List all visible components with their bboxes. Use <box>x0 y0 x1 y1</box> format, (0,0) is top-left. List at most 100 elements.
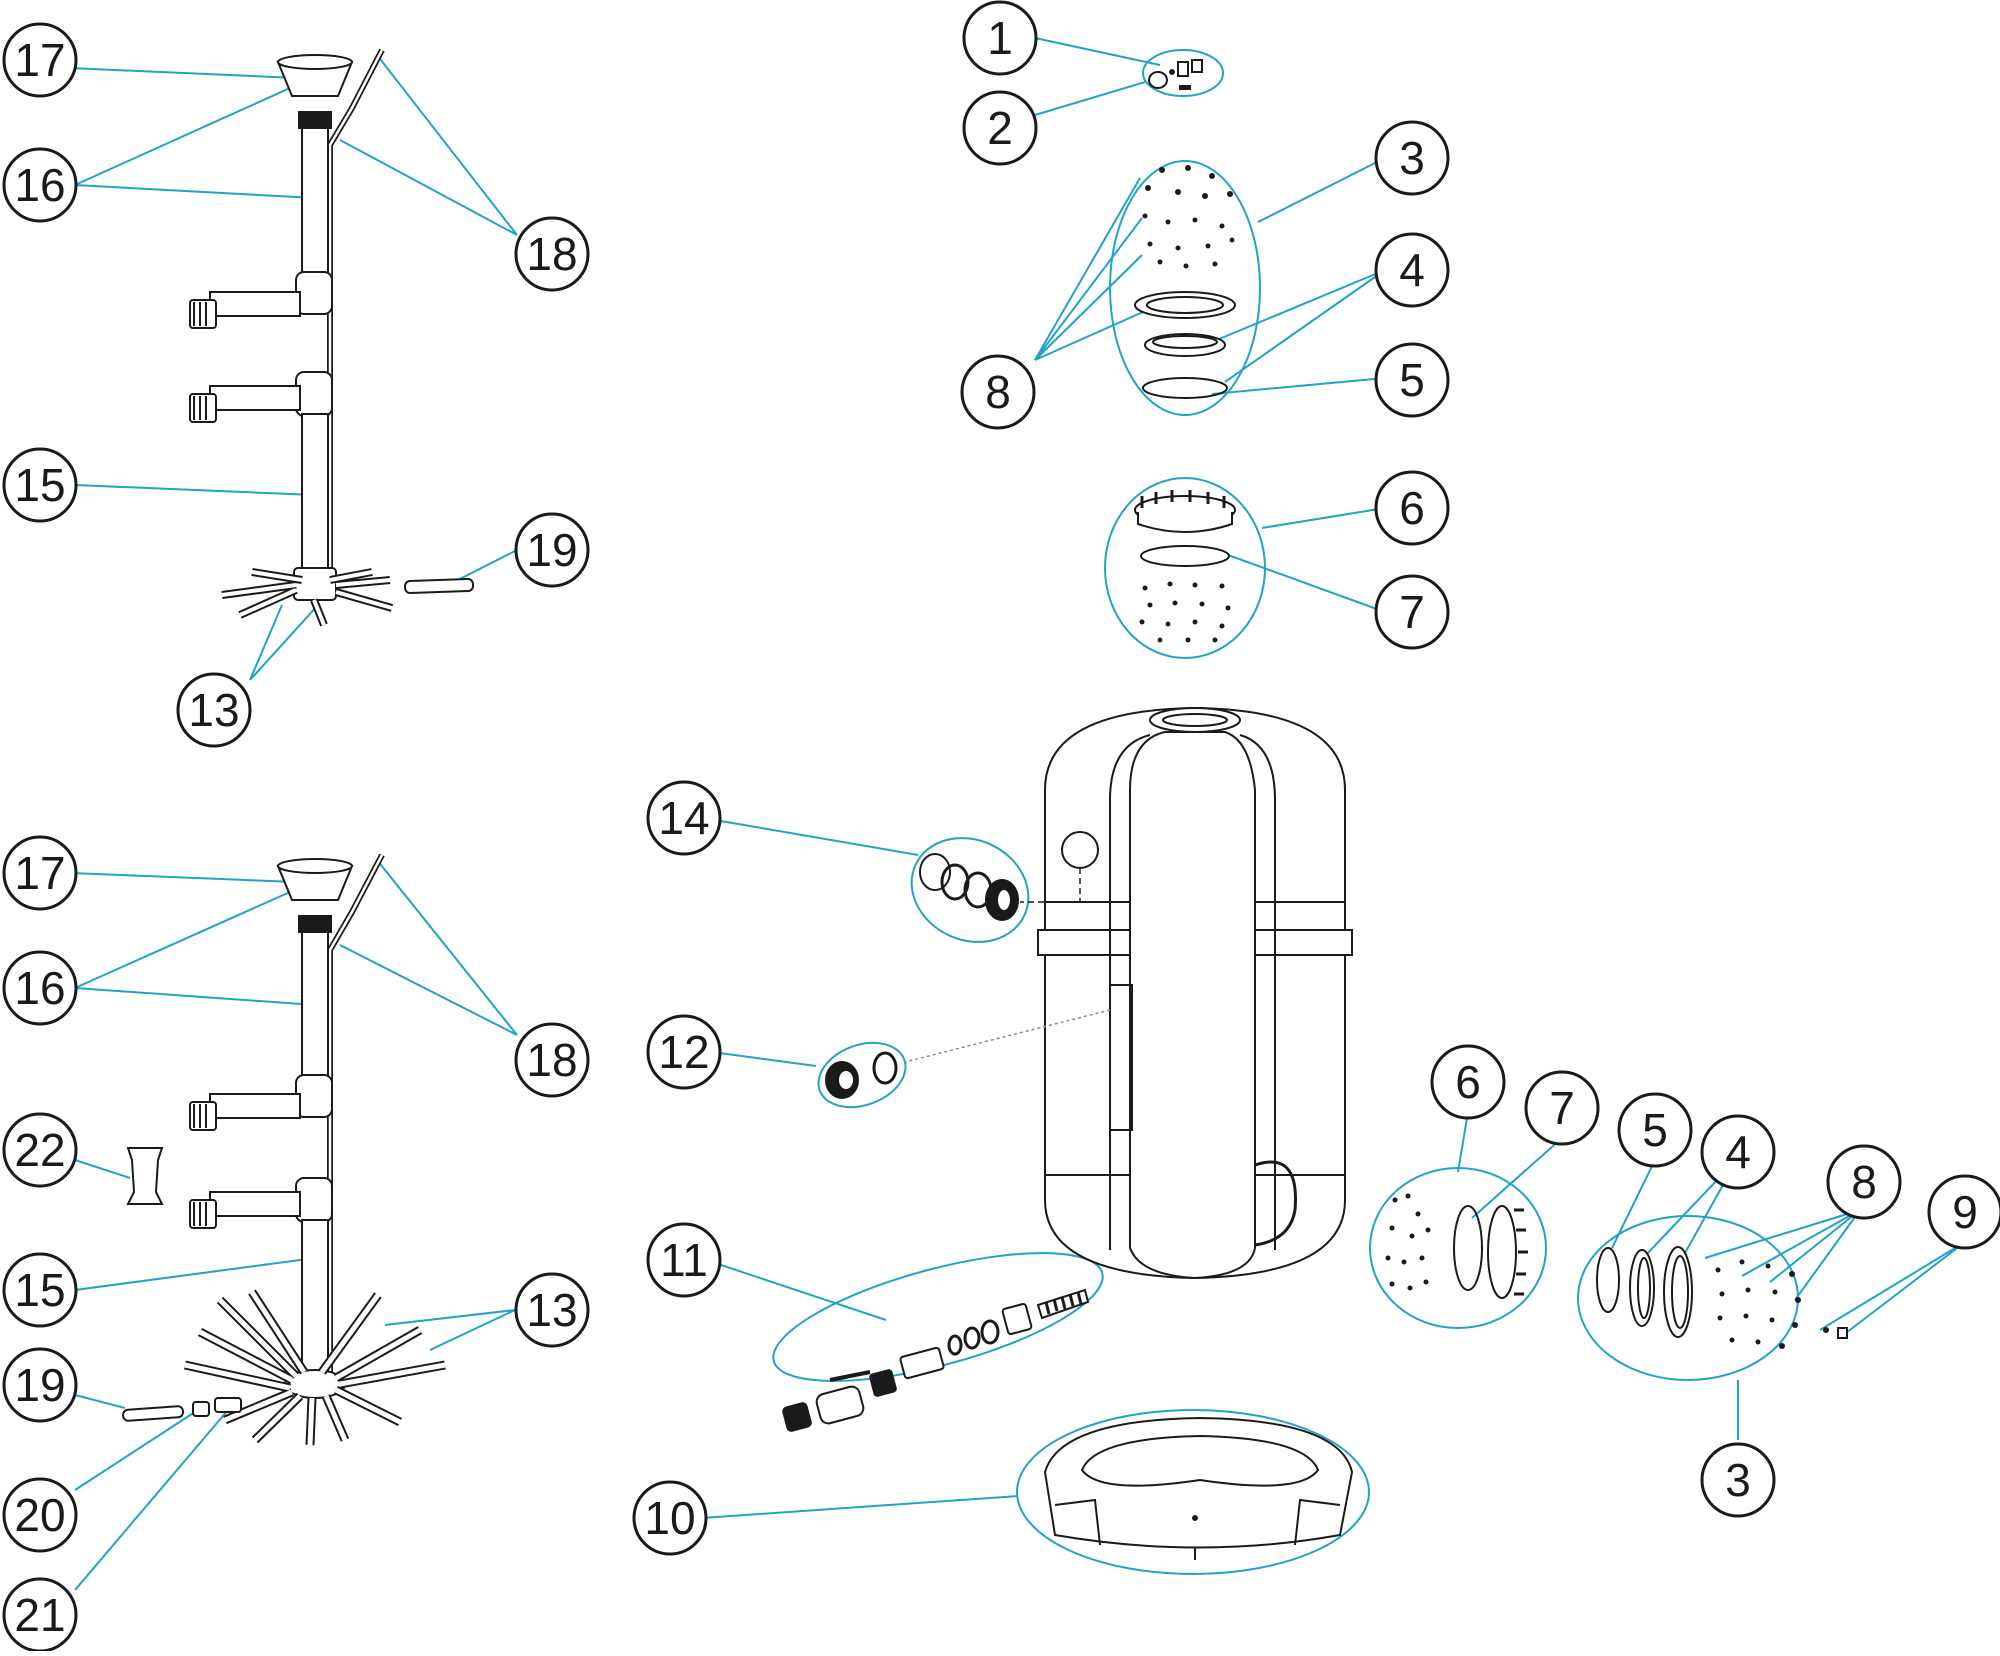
callout-circle <box>2 835 78 911</box>
group-outline-side-6-7 <box>1369 1167 1547 1329</box>
group-outline-14 <box>910 837 1030 943</box>
tank-side-port-dash <box>1020 868 1081 903</box>
callout-circle <box>1374 342 1450 418</box>
tank-cutaway-edge-right <box>1239 734 1276 1250</box>
callout-15: 15 <box>2 447 78 523</box>
side-arm-upper-1-thread <box>189 299 217 329</box>
callout-number: 22 <box>14 1124 65 1176</box>
drain-fitting-12 <box>825 1051 898 1099</box>
callout-14: 14 <box>646 780 722 856</box>
leader-8-top2 <box>1034 217 1143 361</box>
callout-circle <box>1430 1044 1506 1120</box>
lid-group-top <box>1134 59 1236 399</box>
valve-11-oring-3 <box>980 1319 1000 1345</box>
callout-17: 17 <box>2 835 78 911</box>
collar-upper <box>298 111 332 129</box>
callout-number: 17 <box>14 847 65 899</box>
spare-lateral-upper <box>403 578 475 595</box>
valve-11-oring-1 <box>947 1334 963 1356</box>
leader-12 <box>711 1051 817 1067</box>
tank-side-port <box>1061 831 1099 869</box>
side-arm-upper-1-ribs <box>193 302 207 326</box>
callout-number: 4 <box>1399 244 1425 296</box>
callout-4: 4 <box>1374 232 1450 308</box>
callout-circle <box>176 672 252 748</box>
leader-16-a2 <box>74 184 316 199</box>
valve-11-hose-ribs <box>1044 1291 1083 1315</box>
callout-circle <box>514 512 590 588</box>
air-bleed-tube-upper-inner <box>328 49 384 590</box>
side-oring <box>1596 1247 1620 1313</box>
callout-circle <box>514 1272 590 1348</box>
base-screw-dot <box>1192 1515 1198 1521</box>
leader-4-top1 <box>1211 269 1386 343</box>
callout-12: 12 <box>646 1014 722 1090</box>
purge-dot-1 <box>1169 69 1175 75</box>
leader-16-b1 <box>74 891 291 989</box>
group-outline-lid <box>1109 160 1261 416</box>
side-arm-upper-1 <box>209 291 301 317</box>
tank-base-10 <box>1043 1416 1354 1560</box>
callout-6: 6 <box>1430 1044 1506 1120</box>
callout-number: 1 <box>987 12 1013 64</box>
callout-circle <box>2 447 78 523</box>
side-arm-upper-2 <box>209 385 301 411</box>
tank-cutaway-edge-left <box>1109 734 1151 1250</box>
group-outline-10 <box>1016 1409 1370 1575</box>
group-outline-1-2 <box>1142 49 1224 97</box>
leader-21 <box>74 1409 229 1591</box>
group-outline-11 <box>772 1252 1104 1382</box>
leader-18-a2 <box>339 139 518 236</box>
elbow-lower-1 <box>295 1074 333 1118</box>
callout-number: 7 <box>1549 1082 1575 1134</box>
callout-circle <box>2 950 78 1026</box>
callout-number: 21 <box>14 1589 65 1641</box>
leader-22 <box>74 1159 131 1179</box>
leader-8-top4 <box>1034 307 1153 361</box>
callout-number: 20 <box>14 1489 65 1541</box>
leader-8-top1 <box>1034 177 1141 361</box>
callout-circle <box>1700 1114 1776 1190</box>
leader-16-a1 <box>74 87 291 186</box>
lid-cover-top-inner <box>1152 335 1218 349</box>
fitting-14-bore <box>996 888 1012 912</box>
valve-11-handle <box>829 1370 871 1382</box>
callout-circle <box>1927 1174 2000 1250</box>
callout-number: 15 <box>14 1264 65 1316</box>
valve-11-adapter <box>1001 1303 1033 1335</box>
callout-number: 17 <box>14 34 65 86</box>
side-arm-lower-2 <box>209 1191 301 1217</box>
outlet-fitting-14 <box>919 853 1019 921</box>
callout-number: 15 <box>14 459 65 511</box>
callout-number: 11 <box>660 1234 708 1286</box>
leader-7-top <box>1227 554 1386 613</box>
leader-17-a <box>69 67 297 79</box>
leader-13-a1 <box>249 604 283 681</box>
callout-number: 10 <box>644 1492 695 1544</box>
tank-drain-dash <box>904 1009 1111 1063</box>
callout-15: 15 <box>2 1252 78 1328</box>
side-ring-inner <box>1671 1255 1689 1329</box>
leader-6-top <box>1261 507 1386 529</box>
pipe-upper-bottom <box>301 413 329 575</box>
callout-circle <box>1524 1070 1600 1146</box>
callout-circle <box>2 1112 78 1188</box>
hub-upper <box>293 567 337 601</box>
leader-2 <box>1034 81 1146 116</box>
lateral-assembly-lower <box>122 853 446 1446</box>
valve-11-pipe <box>899 1346 945 1380</box>
callout-number: 5 <box>1399 354 1425 406</box>
fitting-12-bore <box>837 1069 855 1091</box>
side-arm-lower-1-ribs <box>193 1104 207 1128</box>
purge-valve <box>1177 61 1189 77</box>
elbow-upper-1 <box>295 271 333 315</box>
callout-8: 8 <box>960 354 1036 430</box>
lid-screws-top <box>1142 165 1235 269</box>
leader-18-a1 <box>376 54 518 236</box>
leader-4-top2 <box>1224 269 1386 383</box>
callout-8: 8 <box>1826 1144 1902 1220</box>
callout-number: 19 <box>526 524 577 576</box>
collar-oring <box>1140 545 1230 567</box>
callout-number: 13 <box>188 684 239 736</box>
